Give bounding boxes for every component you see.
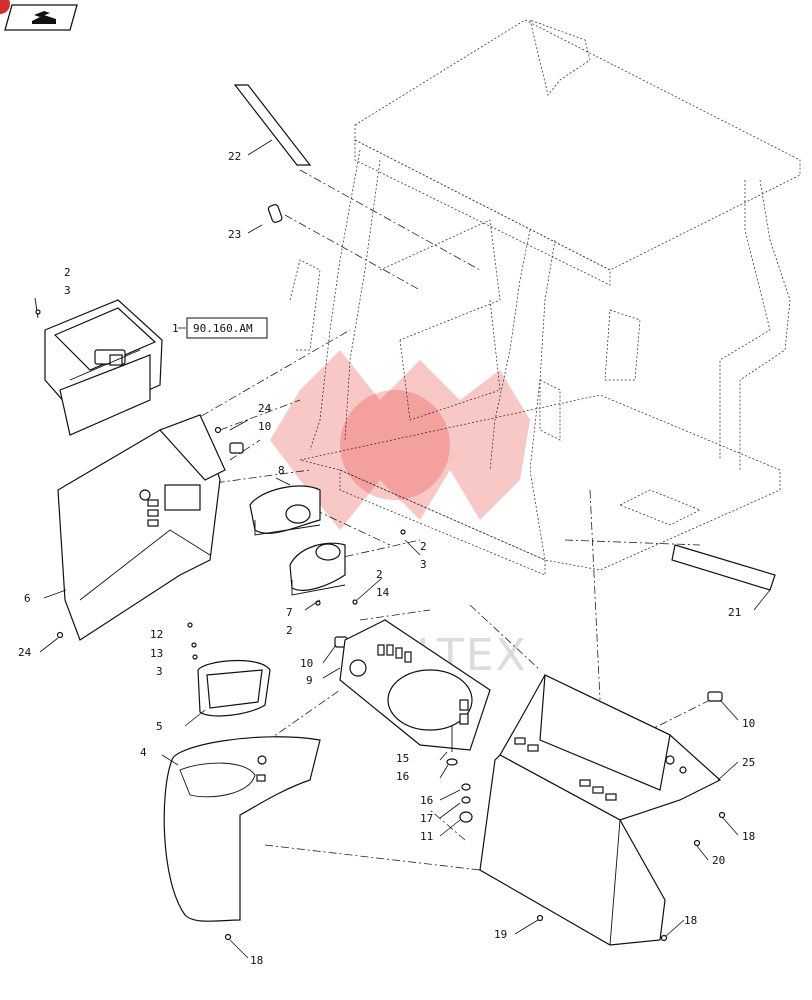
part-2-3-screw-top bbox=[34, 297, 41, 319]
part-9-instrument-panel bbox=[339, 619, 491, 751]
callout-2: 2 bbox=[420, 540, 427, 553]
callout-3: 3 bbox=[420, 558, 427, 571]
part-5-gasket bbox=[197, 660, 271, 717]
part-21-strip bbox=[671, 544, 776, 591]
callout-15: 15 bbox=[396, 752, 409, 765]
callout-20: 20 bbox=[712, 854, 725, 867]
callout-2: 2 bbox=[286, 624, 293, 637]
callout-23: 23 bbox=[228, 228, 241, 241]
callout-17: 17 bbox=[420, 812, 433, 825]
part-1-storage-box bbox=[44, 299, 163, 436]
callout-10: 10 bbox=[300, 657, 313, 670]
callout-18: 18 bbox=[742, 830, 755, 843]
part-10-plug-a bbox=[229, 442, 244, 454]
callout-1: 1 bbox=[172, 322, 179, 335]
part-25-main-console bbox=[479, 674, 722, 946]
fasteners bbox=[56, 426, 726, 942]
callout-6: 6 bbox=[24, 592, 31, 605]
cab-frame bbox=[289, 19, 801, 576]
callout-13: 13 bbox=[150, 647, 163, 660]
part-10-plug-c bbox=[707, 691, 723, 702]
callout-4: 4 bbox=[140, 746, 147, 759]
callout-7: 7 bbox=[286, 606, 293, 619]
callout-2: 2 bbox=[376, 568, 383, 581]
part-8-cover bbox=[249, 485, 321, 536]
part-22-strip bbox=[233, 84, 312, 166]
page-nav-button[interactable] bbox=[4, 4, 78, 31]
callout-24: 24 bbox=[18, 646, 32, 659]
callout-leaders bbox=[39, 139, 771, 959]
part-4-lower-console bbox=[163, 736, 321, 922]
callout-14: 14 bbox=[376, 586, 390, 599]
callout-19: 19 bbox=[494, 928, 507, 941]
callout-3: 3 bbox=[156, 665, 163, 678]
callout-21: 21 bbox=[728, 606, 741, 619]
part-6-side-console bbox=[57, 414, 226, 641]
callout-18: 18 bbox=[250, 954, 263, 967]
callout-9: 9 bbox=[306, 674, 313, 687]
reference-box[interactable]: 90.160.AM bbox=[178, 317, 268, 339]
callout-8: 8 bbox=[278, 464, 285, 477]
page-turn-icon bbox=[4, 4, 78, 31]
callouts: 22 23 2 3 1 24 10 8 2 3 2 14 7 2 6 24 12… bbox=[18, 150, 755, 967]
callout-3: 3 bbox=[64, 284, 71, 297]
callout-11: 11 bbox=[420, 830, 433, 843]
callout-16: 16 bbox=[420, 794, 433, 807]
callout-16: 16 bbox=[396, 770, 409, 783]
callout-10: 10 bbox=[258, 420, 271, 433]
callout-22: 22 bbox=[228, 150, 241, 163]
reference-box-label: 90.160.AM bbox=[193, 322, 253, 335]
status-badge bbox=[0, 0, 10, 14]
callout-25: 25 bbox=[742, 756, 755, 769]
callout-12: 12 bbox=[150, 628, 163, 641]
callout-5: 5 bbox=[156, 720, 163, 733]
callout-10: 10 bbox=[742, 717, 755, 730]
callout-2: 2 bbox=[64, 266, 71, 279]
part-23-clip bbox=[267, 204, 283, 223]
part-7-cover bbox=[289, 542, 346, 596]
callout-24: 24 bbox=[258, 402, 272, 415]
callout-18: 18 bbox=[684, 914, 697, 927]
